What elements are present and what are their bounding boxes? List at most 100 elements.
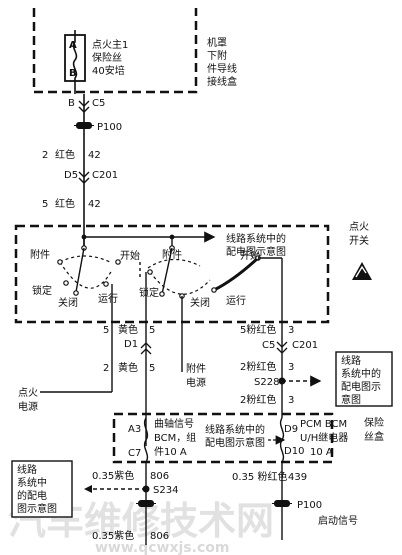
switch-title-line1: 点火 bbox=[349, 221, 369, 233]
ref-box-left bbox=[11, 460, 73, 518]
switch-ref-line2: 配电图示意图 bbox=[226, 245, 286, 258]
junction-box-label-line3: 件导线 bbox=[207, 62, 237, 75]
wire-42a-color: 红色 bbox=[55, 148, 75, 161]
switch-left-run: 运行 bbox=[98, 292, 118, 305]
switch-title-line2: 开关 bbox=[349, 234, 369, 247]
switch-left-accessory: 附件 bbox=[30, 248, 50, 261]
left-wire-stack: 5 黄色 5 D1 2 黄色 5 点火 电源 附件 电源 bbox=[18, 322, 206, 446]
w806b-label: 0.35紫色 bbox=[92, 529, 134, 542]
switch-right-off: 关闭 bbox=[190, 296, 210, 309]
right-w2a-circuit: 3 bbox=[288, 362, 294, 373]
connector-c5-top: B C5 bbox=[68, 98, 105, 113]
junction-box-label-line1: 机罩 bbox=[207, 36, 227, 49]
p100-top-label: P100 bbox=[97, 122, 122, 133]
fuse-ref-line2: 配电图示意图 bbox=[205, 436, 265, 449]
wire-42b-color: 红色 bbox=[55, 197, 75, 210]
watermark-url: www.qcwxjs.com bbox=[95, 540, 229, 555]
right-c5-pin: C5 bbox=[262, 340, 275, 351]
right-w5-circuit: 3 bbox=[288, 325, 294, 336]
c201-name: C201 bbox=[92, 170, 118, 181]
w806a-circuit: 806 bbox=[150, 471, 169, 482]
crank-fuse-line3: 件10 A bbox=[154, 446, 187, 458]
left-c201-pin: D1 bbox=[124, 339, 138, 350]
right-wire-stack: 5粉红色 3 C5 C201 2粉红色 3 S228 2粉红色 3 线路 系统中… bbox=[240, 322, 393, 418]
right-w5-label: 5粉红色 bbox=[240, 323, 276, 336]
fuse-pin-c7: C7 bbox=[128, 448, 141, 459]
right-c201-name: C201 bbox=[292, 340, 318, 351]
left-w2-circuit: 5 bbox=[149, 363, 155, 374]
switch-right-accessory: 附件 bbox=[162, 248, 182, 261]
w806a-label: 0.35紫色 bbox=[92, 469, 134, 482]
splice-s234-label: S234 bbox=[153, 485, 178, 496]
ignition-switch: 线路系统中的 配电图示意图 点火 开关 附件 锁定 关闭 运行 开始 bbox=[14, 221, 372, 324]
ref-box-right bbox=[335, 351, 393, 407]
right-w2b-label: 2粉红色 bbox=[240, 393, 276, 406]
junction-box-label-line2: 下附 bbox=[207, 49, 227, 62]
fuse-pin-d9: D9 bbox=[284, 424, 298, 435]
fuse-box-label-line1: 保险 bbox=[364, 416, 384, 429]
relay-fuse-line2: U/H继电器 bbox=[300, 431, 348, 444]
left-w2-color: 黄色 bbox=[118, 361, 138, 374]
fuse-name-line3: 40安培 bbox=[92, 64, 125, 77]
crank-fuse-icon bbox=[143, 417, 149, 463]
bottom-left-circuit: 0.35紫色 806 S234 0.35紫色 806 线路 系统中 的配电 图示… bbox=[11, 460, 178, 545]
left-w5-color: 黄色 bbox=[118, 323, 138, 336]
wire-42a-gauge: 2 bbox=[42, 150, 48, 161]
right-ref-line2: 系统中的 bbox=[341, 367, 381, 380]
left-ref-line1: 线路 bbox=[17, 463, 37, 476]
splice-s228-label: S228 bbox=[254, 377, 279, 388]
left-w2-gauge: 2 bbox=[103, 363, 109, 374]
left-ref-line4: 图示意图 bbox=[17, 502, 57, 515]
switch-right-start: 开始 bbox=[240, 249, 260, 262]
start-signal-label: 启动信号 bbox=[318, 514, 358, 527]
right-ref-line1: 线路 bbox=[341, 354, 361, 367]
acc-power-line1: 附件 bbox=[186, 362, 206, 375]
switch-left-off: 关闭 bbox=[58, 296, 78, 309]
left-w5-gauge: 5 bbox=[103, 325, 109, 336]
fuse-pin-a: A bbox=[69, 40, 77, 51]
bottom-right-circuit: 0.35 粉红色 439 P100 启动信号 bbox=[232, 462, 358, 540]
right-ref-line3: 配电图示 bbox=[341, 380, 381, 393]
left-ref-line3: 的配电 bbox=[17, 489, 47, 502]
switch-right-lock: 锁定 bbox=[139, 286, 159, 299]
c5-name: C5 bbox=[92, 98, 105, 109]
esd-warning-icon bbox=[352, 262, 372, 280]
fuse-block: A3 C7 曲轴信号 BCM，组 件10 A 线路系统中的 配电图示意图 D9 … bbox=[112, 412, 384, 464]
fuse-pin-b: B bbox=[69, 68, 77, 79]
underhood-junction-box: A B 点火主1 保险丝 40安培 机罩 下附 件导线 接线盒 bbox=[32, 8, 237, 94]
fuse-name-line2: 保险丝 bbox=[92, 51, 122, 64]
w439-circuit: 439 bbox=[288, 472, 307, 483]
switch-right-run: 运行 bbox=[226, 294, 246, 307]
w806b-circuit: 806 bbox=[150, 531, 169, 542]
switch-left-lock: 锁定 bbox=[32, 284, 52, 297]
p100-bottom-label: P100 bbox=[297, 500, 322, 511]
c201-pin-d5: D5 bbox=[64, 170, 78, 181]
crank-fuse-line1: 曲轴信号 bbox=[154, 417, 194, 430]
fuse-pin-a3: A3 bbox=[128, 424, 141, 435]
relay-fuse-line1: PCM BCM bbox=[300, 419, 347, 430]
fuse-ref-line1: 线路系统中的 bbox=[205, 423, 265, 436]
wire-42b-circuit: 42 bbox=[88, 199, 101, 210]
ign-power-line1: 点火 bbox=[18, 387, 38, 399]
relay-fuse-icon bbox=[279, 417, 285, 463]
right-w2b-circuit: 3 bbox=[288, 395, 294, 406]
wire-42a-circuit: 42 bbox=[88, 150, 101, 161]
switch-left-start: 开始 bbox=[120, 249, 140, 262]
right-w2a-label: 2粉红色 bbox=[240, 360, 276, 373]
switch-ref-line1: 线路系统中的 bbox=[226, 232, 286, 245]
relay-fuse-line3: 10 A bbox=[310, 447, 333, 458]
connector-c201-top: D5 C201 bbox=[64, 170, 118, 184]
fuse-name-line1: 点火主1 bbox=[92, 39, 128, 51]
ign-power-line2: 电源 bbox=[18, 400, 38, 413]
fuse-pin-d10: D10 bbox=[284, 446, 304, 457]
c5-pin-b: B bbox=[68, 98, 75, 109]
wire-42b-gauge: 5 bbox=[42, 199, 48, 210]
grommet-p100-top: P100 bbox=[74, 122, 122, 133]
fuse-element-icon bbox=[72, 30, 78, 94]
junction-box-label-line4: 接线盒 bbox=[207, 75, 237, 88]
acc-power-line2: 电源 bbox=[186, 376, 206, 389]
left-ref-line2: 系统中 bbox=[17, 476, 47, 489]
left-w5-circuit: 5 bbox=[149, 325, 155, 336]
crank-fuse-line2: BCM，组 bbox=[154, 431, 196, 444]
